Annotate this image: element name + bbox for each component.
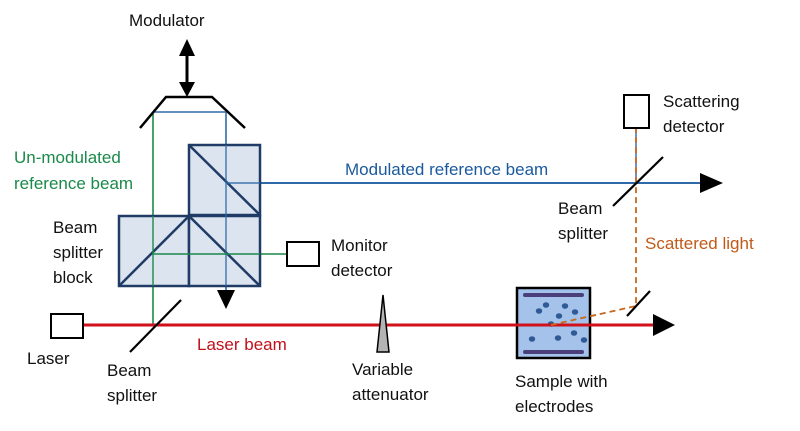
sample-particle: [571, 309, 579, 315]
sample-particle: [554, 335, 562, 341]
scattering-detector-box: [623, 94, 650, 129]
laser-beam-arrowhead: [653, 314, 675, 336]
label-modulator: Modulator: [129, 11, 205, 30]
label-right-bs-1: Beam: [558, 199, 602, 218]
label-scattering-1: Scattering: [663, 92, 740, 111]
beam-splitter-block: [117, 143, 262, 288]
label-monitor-1: Monitor: [331, 236, 388, 255]
sample-particle: [535, 308, 543, 314]
sample-particle: [580, 337, 588, 343]
label-scattering-2: detector: [663, 117, 725, 136]
scattered-light-path: [550, 128, 637, 326]
variable-attenuator: [376, 294, 390, 353]
right-beam-splitter: [612, 156, 664, 207]
label-sample-1: Sample with: [515, 372, 608, 391]
sample-particle: [542, 302, 550, 308]
label-attenuator-1: Variable: [352, 360, 413, 379]
label-laser-beam: Laser beam: [197, 335, 287, 354]
label-bs-block-1: Beam: [53, 218, 97, 237]
scattered-light-from-sample: [550, 313, 601, 326]
label-sample-2: electrodes: [515, 397, 593, 416]
label-monitor-2: detector: [331, 261, 393, 280]
label-scattered-light: Scattered light: [645, 234, 754, 253]
label-laser: Laser: [27, 349, 70, 368]
label-left-bs-1: Beam: [107, 361, 151, 380]
left-beam-splitter: [129, 299, 182, 353]
label-modulated-reference-beam: Modulated reference beam: [345, 160, 548, 179]
modulator-mirror: [139, 95, 246, 129]
label-attenuator-2: attenuator: [352, 385, 429, 404]
sample-particle: [555, 313, 563, 319]
top-electrode: [523, 293, 584, 297]
reference-beam-arrowhead: [700, 173, 723, 193]
label-bs-block-2: splitter: [53, 243, 103, 262]
label-right-bs-2: splitter: [558, 224, 608, 243]
sample-particle: [528, 336, 536, 342]
scatter-beam-splitter: [626, 290, 651, 317]
monitor-detector-box: [286, 241, 320, 267]
label-unmodulated-1: Un-modulated: [14, 148, 121, 167]
bottom-electrode: [523, 350, 584, 354]
sample-particle: [570, 330, 578, 336]
down-arrow: [217, 290, 235, 309]
label-bs-block-3: block: [53, 268, 93, 287]
sample-cell: [515, 286, 592, 360]
laser-box: [50, 313, 84, 339]
label-left-bs-2: splitter: [107, 386, 157, 405]
label-unmodulated-2: reference beam: [14, 174, 133, 193]
modulator-double-arrow: [179, 39, 195, 97]
sample-particle: [561, 303, 569, 309]
